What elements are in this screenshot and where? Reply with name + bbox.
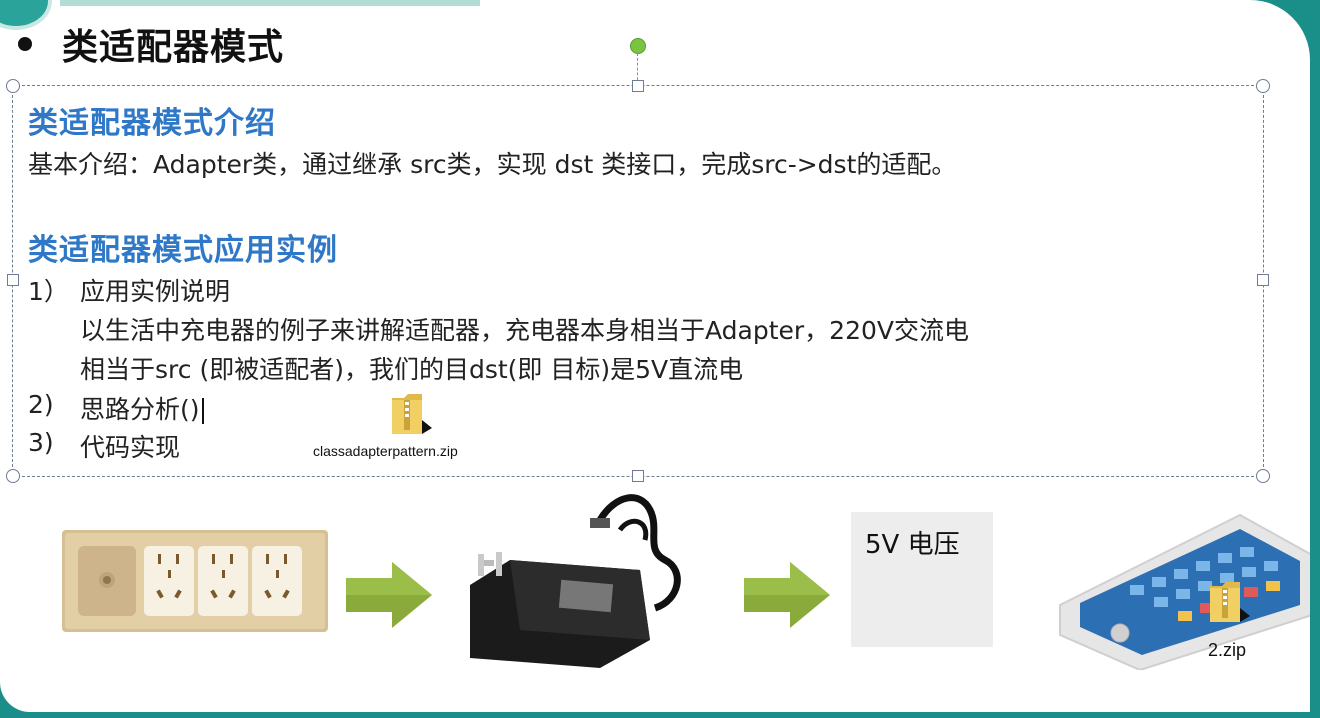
intro-body: 基本介绍：Adapter类，通过继承 src类，实现 dst 类接口，完成src… bbox=[28, 150, 957, 179]
resize-handle-top-right[interactable] bbox=[1256, 79, 1270, 93]
list-number-1: 1） bbox=[28, 277, 69, 306]
smartphone-image bbox=[1050, 485, 1310, 674]
list-item-2: 思路分析() bbox=[80, 390, 204, 426]
arrow-right-icon-2 bbox=[744, 562, 830, 632]
text-caret bbox=[201, 398, 204, 424]
example-desc-line1: 以生活中充电器的例子来讲解适配器，充电器本身相当于Adapter，220V交流电 bbox=[80, 316, 970, 345]
resize-handle-bottom-right[interactable] bbox=[1256, 469, 1270, 483]
voltage-label: 5V 电压 bbox=[865, 530, 960, 560]
list-item-1: 应用实例说明 bbox=[80, 277, 231, 306]
resize-handle-left[interactable] bbox=[7, 274, 19, 286]
list-number-3: 3) bbox=[28, 428, 54, 457]
rotate-handle[interactable] bbox=[630, 38, 646, 54]
section-title-intro: 类适配器模式介绍 bbox=[28, 106, 276, 141]
zip-file-label[interactable]: classadapterpattern.zip bbox=[313, 443, 458, 459]
top-strip bbox=[60, 0, 480, 6]
list-item-2-label: 思路分析() bbox=[80, 395, 200, 424]
zip-folder-icon-2[interactable] bbox=[1206, 578, 1252, 630]
zip-file-label-2[interactable]: 2.zip bbox=[1208, 640, 1247, 660]
voltage-box[interactable]: 5V 电压 bbox=[851, 512, 993, 647]
power-adapter-image bbox=[450, 490, 690, 679]
resize-handle-right[interactable] bbox=[1257, 274, 1269, 286]
resize-handle-top[interactable] bbox=[632, 80, 644, 92]
list-item-3: 代码实现 bbox=[80, 433, 181, 462]
bullet-icon bbox=[18, 37, 32, 51]
example-desc-line2: 相当于src (即被适配者)，我们的目dst(即 目标)是5V直流电 bbox=[80, 355, 744, 384]
heading-text[interactable]: 类适配器模式 bbox=[62, 27, 285, 68]
resize-handle-bottom-left[interactable] bbox=[6, 469, 20, 483]
section-title-example: 类适配器模式应用实例 bbox=[28, 233, 338, 268]
resize-handle-bottom[interactable] bbox=[632, 470, 644, 482]
arrow-right-icon bbox=[346, 562, 432, 632]
resize-handle-top-left[interactable] bbox=[6, 79, 20, 93]
power-socket-image bbox=[62, 530, 328, 636]
rotate-handle-line bbox=[637, 53, 638, 85]
zip-folder-icon[interactable] bbox=[388, 390, 434, 442]
slide-heading: 类适配器模式 bbox=[18, 14, 284, 74]
list-number-2: 2) bbox=[28, 390, 54, 419]
